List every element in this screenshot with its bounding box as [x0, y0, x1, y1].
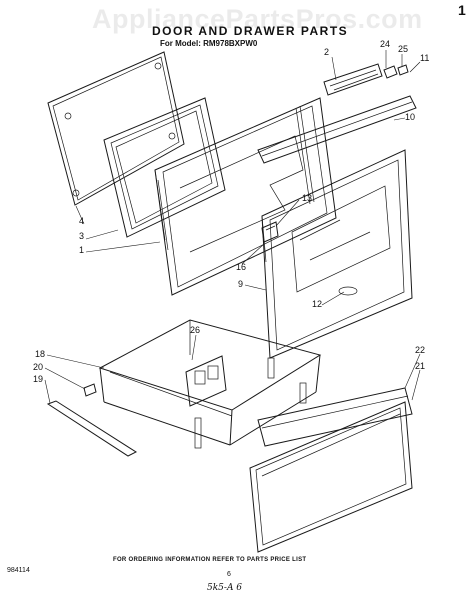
callout-11: 11 — [420, 53, 430, 63]
callout-2: 2 — [324, 47, 330, 57]
door-hinge — [261, 221, 279, 243]
callout-4: 4 — [79, 216, 85, 226]
vent-trim — [323, 63, 409, 96]
model-line: For Model: RM978BXPW0 — [160, 39, 258, 48]
callout-1: 1 — [79, 245, 85, 255]
callout-25: 25 — [398, 44, 409, 54]
callout-18: 18 — [35, 349, 46, 359]
drawer-rail — [46, 400, 138, 457]
drawer-front — [249, 387, 413, 553]
callout-12: 12 — [312, 299, 323, 309]
leader-lines — [44, 50, 421, 404]
inner-door-liner — [154, 97, 337, 296]
document-number: 984114 — [7, 567, 30, 574]
drawer-glide — [83, 383, 97, 397]
diagram-title: DOOR AND DRAWER PARTS — [152, 24, 349, 38]
callout-10: 10 — [405, 112, 416, 122]
door-handle — [257, 95, 417, 164]
watermark: AppliancePartsPros.com — [92, 4, 423, 34]
door-gasket — [103, 97, 226, 238]
outer-door-panel — [47, 51, 185, 206]
corner-mark: 1 — [458, 2, 466, 18]
callout-13: 13 — [302, 193, 313, 203]
outer-glass-door — [261, 149, 413, 359]
callout-22: 22 — [415, 345, 426, 355]
hinge-slots — [194, 357, 307, 449]
callout-19: 19 — [33, 374, 44, 384]
ordering-info-note: FOR ORDERING INFORMATION REFER TO PARTS … — [113, 557, 307, 563]
handwritten-note: 5k5-A 6 — [207, 583, 243, 593]
callout-9: 9 — [238, 279, 244, 289]
callout-24: 24 — [380, 39, 391, 49]
page-number: 6 — [227, 571, 231, 578]
drawer-body — [98, 319, 322, 446]
callout-3: 3 — [79, 231, 85, 241]
callout-20: 20 — [33, 362, 44, 372]
callout-16: 16 — [236, 262, 247, 272]
callout-26: 26 — [190, 325, 201, 335]
callout-21: 21 — [415, 361, 426, 371]
